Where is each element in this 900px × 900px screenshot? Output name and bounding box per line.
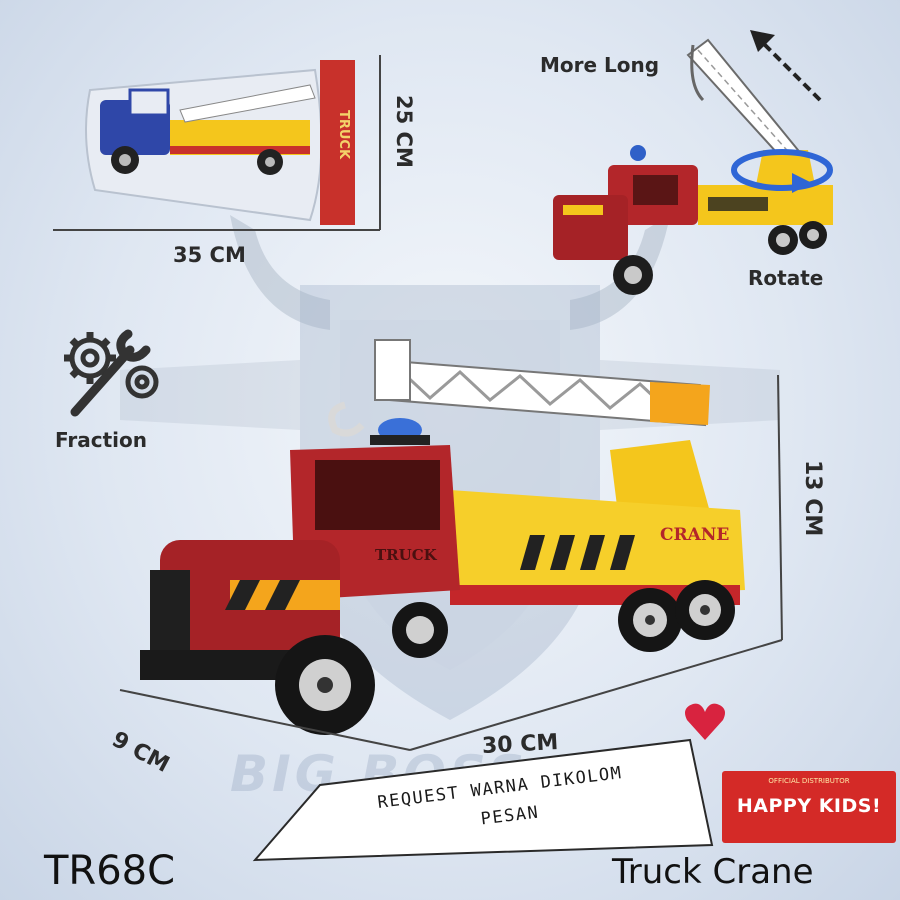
- small-truck-image: [553, 38, 833, 295]
- package-height-label: 25 CM: [392, 95, 416, 168]
- door-print-text: TRUCK: [375, 546, 438, 564]
- bed-print-text: CRANE: [660, 525, 729, 545]
- package-dimension-lines: [53, 55, 381, 231]
- heart-icon: [685, 703, 725, 740]
- packaged-truck-image: TRUCK: [85, 60, 355, 225]
- brand-subtitle: OFFICIAL DISTRIBUTOR: [768, 777, 850, 785]
- more-long-label: More Long: [540, 53, 660, 77]
- main-truck-image: CRANE TRUCK: [140, 339, 745, 735]
- request-banner-shape: [252, 738, 714, 862]
- brand-logo: OFFICIAL DISTRIBUTOR HAPPY KIDS!: [722, 771, 896, 843]
- truck-height-label: 13 CM: [800, 460, 825, 537]
- truck-dimension-lines: [119, 374, 783, 751]
- gear-wrench-icon: [64, 329, 159, 417]
- rotate-label: Rotate: [748, 266, 824, 290]
- package-side-text: TRUCK: [336, 110, 351, 160]
- brand-name: HAPPY KIDS!: [736, 795, 882, 817]
- fraction-label: Fraction: [55, 428, 147, 452]
- package-width-label: 35 CM: [173, 243, 246, 267]
- product-name: Truck Crane: [612, 852, 814, 892]
- extend-arrow-icon: [750, 30, 822, 102]
- product-code: TR68C: [44, 848, 176, 894]
- rotate-arrow-icon: [731, 149, 833, 193]
